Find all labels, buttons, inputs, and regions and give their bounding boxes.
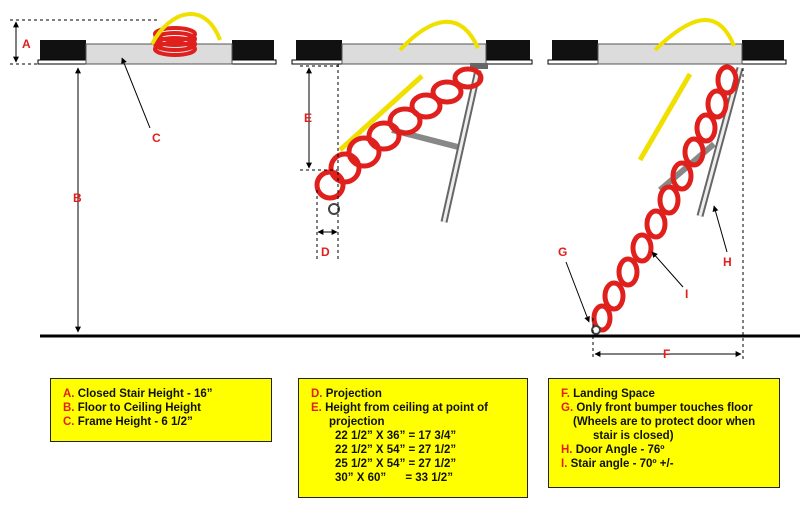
legend-item-g-cont: stair is closed) [593,430,674,442]
front-bumper-wheel [591,325,601,335]
legend-item-g-cont: (Wheels are to protect door when [573,416,756,428]
legend-item-h: H. Door Angle - 76º [561,444,665,456]
ceiling-block-right [486,40,530,60]
bumper-pointer [565,261,590,323]
handrail [653,18,736,52]
stair-frame [341,43,487,65]
handrail-lower [338,74,424,152]
label-f: F [663,347,670,361]
handrail [150,12,222,45]
label-g: G [558,245,567,259]
projection-panel [291,19,533,262]
legend-item-i: I. Stair angle - 70º +/- [561,458,674,470]
door-pointer [712,205,728,253]
front-bumper-wheel [328,203,340,215]
ceiling-block-right [232,40,274,60]
open-stair-panel [547,18,787,360]
legend-item-d: D. Projection [311,388,382,400]
ceiling-block-right [742,40,784,60]
legend-box-projection: D. Projection E. Height from ceiling at … [298,378,528,498]
label-h: H [723,255,732,269]
scissor-stair [591,64,739,333]
legend-item-b: B. Floor to Ceiling Height [63,402,201,414]
ceiling-block-left [552,40,598,60]
legend-item-f: F. Landing Space [561,388,655,400]
closed-stair-panel [10,12,277,333]
label-d: D [321,245,330,259]
ceiling-block-left [40,40,86,60]
folded-stair [153,26,197,57]
dimension-row: 22 1/2” X 54” = 27 1/2” [335,444,457,456]
stair-pointer [651,251,684,288]
scissor-stair [314,66,484,201]
frame-height-pointer [121,57,151,129]
legend-item-e-cont: projection [329,416,385,428]
ceiling-block-left [296,40,342,60]
label-b: B [73,191,82,205]
label-a: A [22,37,31,51]
dimension-row: 22 1/2” X 36” = 17 3/4” [335,430,457,442]
handrail [398,19,480,52]
handrail-lower [637,72,693,162]
dimension-row: 30” X 60” = 33 1/2” [335,472,453,484]
dimension-row: 25 1/2” X 54” = 27 1/2” [335,458,457,470]
label-c: C [152,131,161,145]
legend-item-e: E. Height from ceiling at point of [311,402,488,414]
legend-box-open: F. Landing Space G. Only front bumper to… [548,378,780,488]
door-panel [440,63,488,223]
stair-frame [597,43,743,65]
legend-item-g: G. Only front bumper touches floor [561,402,753,414]
legend-box-closed: A. Closed Stair Height - 16” B. Floor to… [50,378,272,442]
legend-item-a: A. Closed Stair Height - 16” [63,388,213,400]
label-i: I [685,287,688,301]
label-e: E [304,111,312,125]
legend-item-c: C. Frame Height - 6 1/2” [63,416,193,428]
